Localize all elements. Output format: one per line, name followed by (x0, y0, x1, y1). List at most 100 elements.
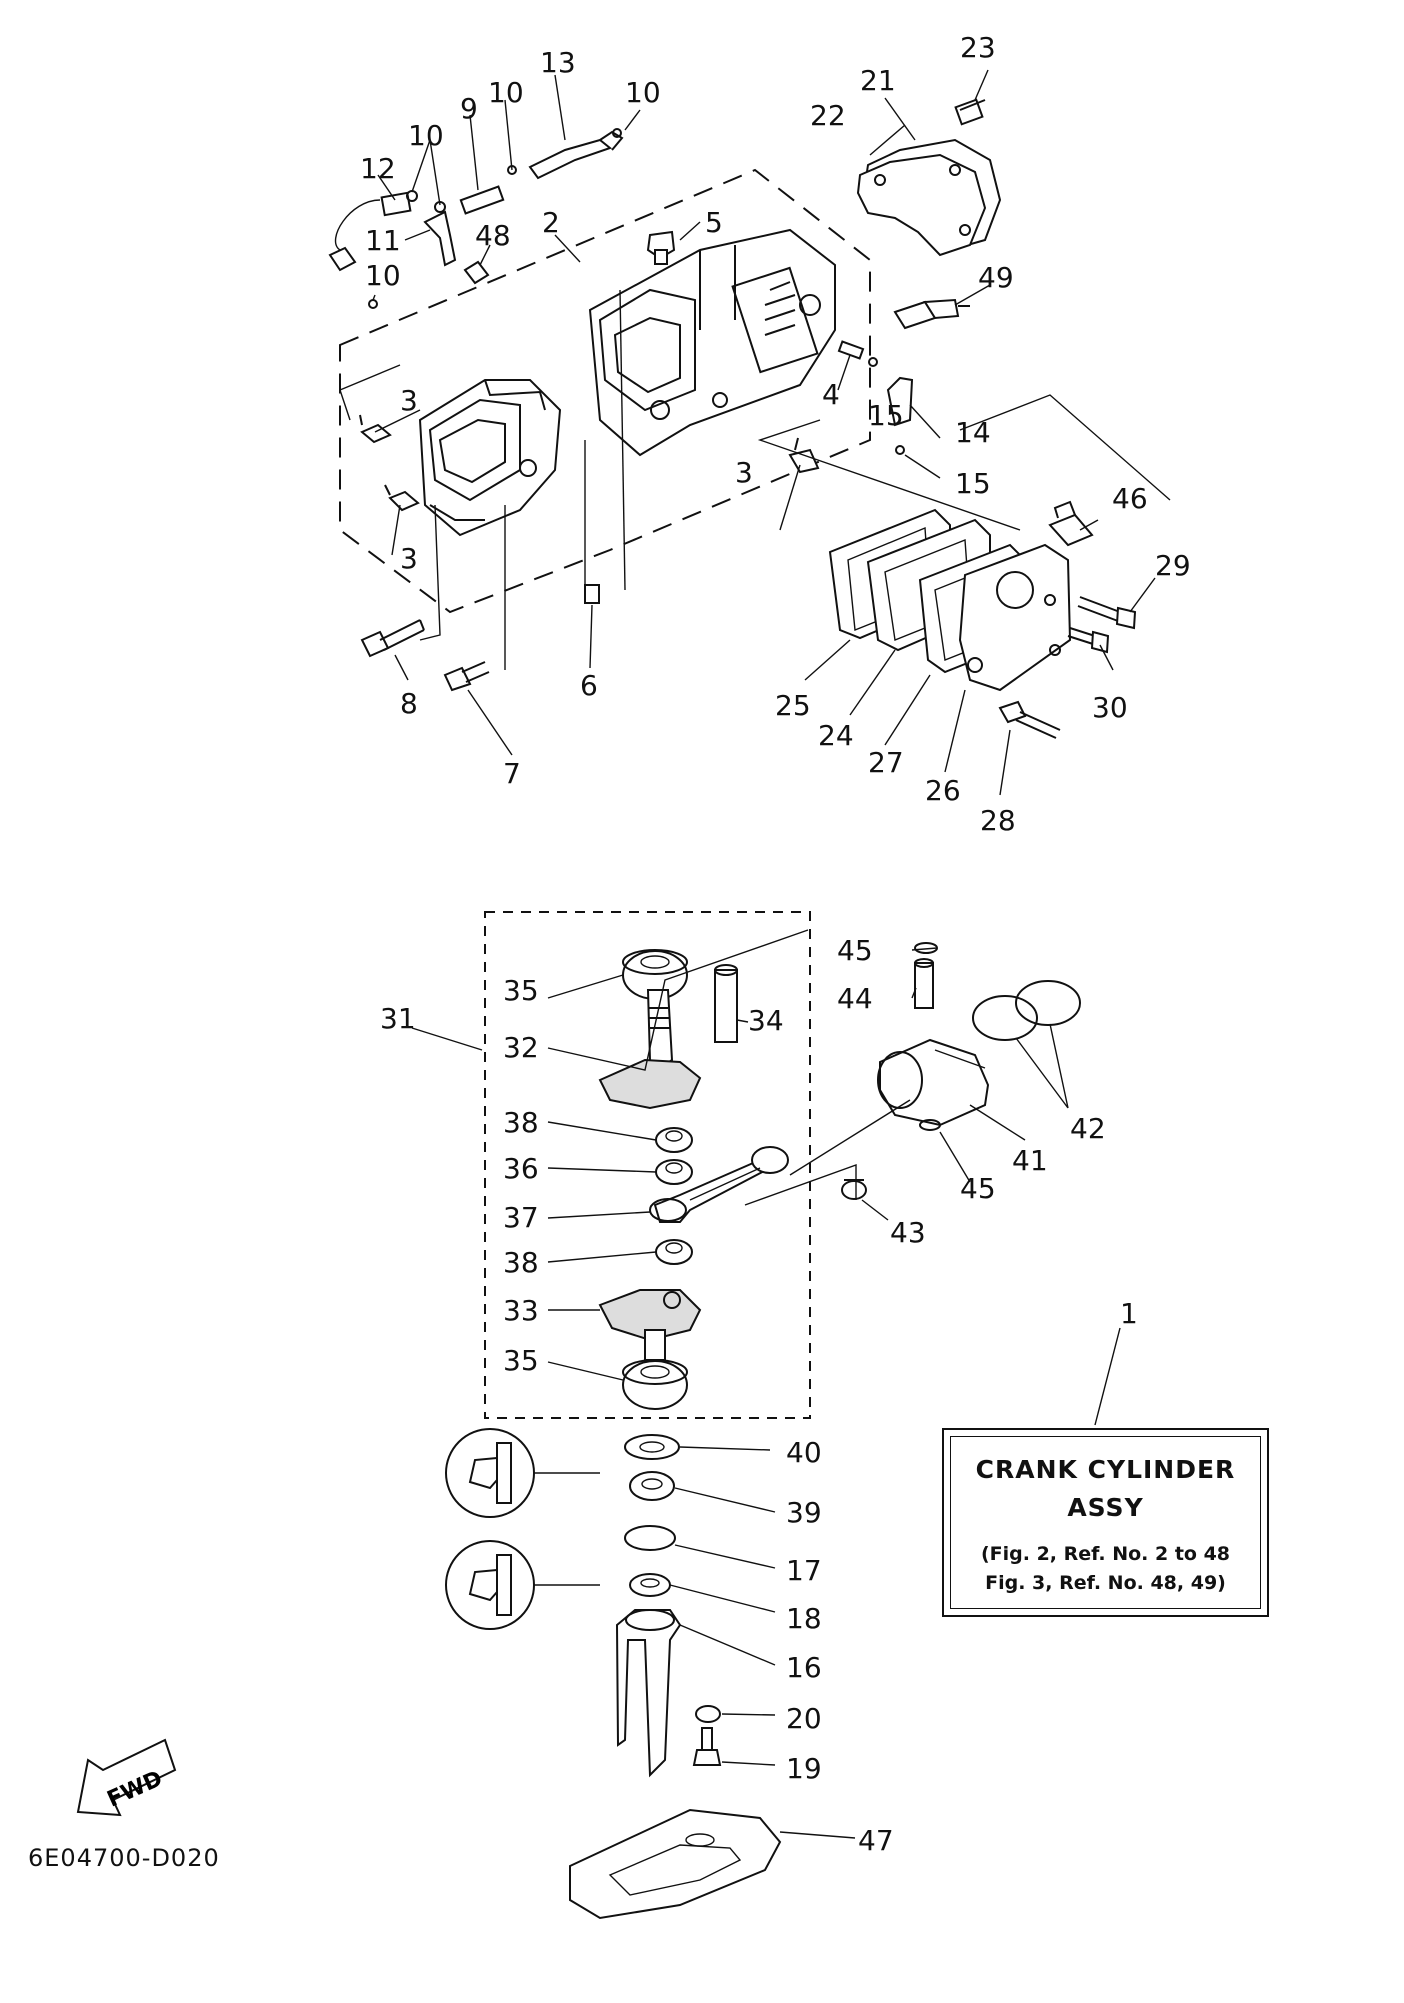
exhaust-cover-stack (828, 508, 1072, 692)
circlip-45-bottom (919, 1119, 941, 1131)
upper-assembly (328, 69, 1171, 796)
lower-assembly (411, 911, 1121, 1920)
oil-seal-18 (629, 1573, 671, 1597)
callout-23: 23 (960, 31, 996, 64)
callout-15b: 15 (955, 467, 991, 500)
note-ref-line-1: (Fig. 2, Ref. No. 2 to 48 (980, 1543, 1231, 1565)
note-inner-border: CRANK CYLINDER ASSY (Fig. 2, Ref. No. 2 … (950, 1436, 1261, 1609)
piston-pin-44 (914, 958, 934, 1009)
callout-48: 48 (475, 219, 511, 252)
callout-10a: 10 (488, 76, 524, 109)
callout-14: 14 (955, 416, 991, 449)
callout-10b: 10 (408, 119, 444, 152)
callout-41: 41 (1012, 1144, 1048, 1177)
callout-34: 34 (748, 1004, 784, 1037)
head-cover (856, 153, 987, 257)
callout-10d: 10 (365, 259, 401, 292)
cover-26 (958, 543, 1072, 692)
oil-seal-39 (629, 1471, 675, 1501)
note-title-line-1: CRANK CYLINDER (975, 1455, 1236, 1484)
callout-25: 25 (775, 689, 811, 722)
pin-6 (584, 584, 600, 604)
callout-15a: 15 (868, 399, 904, 432)
callout-39: 39 (786, 1496, 822, 1529)
seal-detail-magnifier-1 (445, 1428, 600, 1518)
callout-38b: 38 (503, 1246, 539, 1279)
small-end-bearing-43 (841, 1179, 867, 1200)
callout-3c: 3 (735, 456, 753, 489)
seal-detail-magnifier-2 (445, 1540, 600, 1630)
callout-21: 21 (860, 64, 896, 97)
callout-5: 5 (705, 206, 723, 239)
leader-lines-upper (339, 69, 1171, 796)
callout-6: 6 (580, 669, 598, 702)
hose-13 (528, 138, 613, 180)
callout-36: 36 (503, 1152, 539, 1185)
callout-35a: 35 (503, 974, 539, 1007)
callout-28: 28 (980, 804, 1016, 837)
gasket-47 (569, 1808, 782, 1920)
hose-14 (886, 376, 914, 427)
callout-47: 47 (858, 1824, 894, 1857)
callout-2: 2 (542, 206, 560, 239)
bearing-35-bottom (622, 1359, 688, 1410)
callout-26: 26 (925, 774, 961, 807)
fitting-3c (788, 437, 820, 474)
callout-22: 22 (810, 99, 846, 132)
callout-46: 46 (1112, 482, 1148, 515)
callout-45a: 45 (837, 934, 873, 967)
callout-4: 4 (822, 378, 840, 411)
hose-11 (423, 210, 457, 267)
spark-plug (893, 298, 970, 330)
bolt-19 (692, 1727, 722, 1766)
callout-24: 24 (818, 719, 854, 752)
leader-lines-lower (411, 929, 1121, 1839)
callout-40: 40 (786, 1436, 822, 1469)
thermostat-46 (1048, 500, 1094, 547)
callout-42: 42 (1070, 1112, 1106, 1145)
callout-16: 16 (786, 1651, 822, 1684)
callout-44: 44 (837, 982, 873, 1015)
callout-45b: 45 (960, 1172, 996, 1205)
callout-1: 1 (1120, 1297, 1138, 1330)
piston-41 (877, 1038, 990, 1127)
callout-9: 9 (460, 92, 478, 125)
figure-code: 6E04700-D020 (28, 1844, 220, 1872)
seal-housing-16 (615, 1609, 682, 1778)
callout-19: 19 (786, 1752, 822, 1785)
callout-35b: 35 (503, 1344, 539, 1377)
callout-13: 13 (540, 46, 576, 79)
forward-arrow: FWD (76, 1738, 177, 1817)
callout-7: 7 (503, 757, 521, 790)
fitting-3b (384, 484, 420, 512)
piston-ring-42b (1015, 980, 1081, 1026)
piston-ring-42a (972, 995, 1038, 1041)
callout-10c: 10 (625, 76, 661, 109)
callout-32: 32 (503, 1031, 539, 1064)
callout-38a: 38 (503, 1106, 539, 1139)
connecting-rod (649, 1146, 789, 1223)
needle-bearing-36 (655, 1159, 693, 1185)
callout-30: 30 (1092, 691, 1128, 724)
bolt-8 (360, 619, 425, 658)
note-title-line-2: ASSY (1067, 1493, 1144, 1522)
bolt-30 (1067, 627, 1110, 654)
plug-23 (954, 98, 986, 126)
bolt-7 (443, 661, 490, 692)
crank-cylinder-assy-note: CRANK CYLINDER ASSY (Fig. 2, Ref. No. 2 … (942, 1428, 1269, 1617)
callout-12: 12 (360, 152, 396, 185)
cylinder-block (588, 228, 836, 457)
bolt-28 (998, 700, 1061, 739)
callout-49: 49 (978, 261, 1014, 294)
crank-pin (714, 964, 738, 1043)
crankshaft-lower (598, 1289, 702, 1361)
callout-43: 43 (890, 1216, 926, 1249)
crankshaft-upper (598, 989, 702, 1110)
crankcase-half (418, 379, 562, 537)
callout-numbers: 1 2 3 3 3 4 5 6 7 8 9 10 10 10 10 11 12 … (360, 31, 1191, 1857)
callout-18: 18 (786, 1602, 822, 1635)
fitting-5 (646, 230, 676, 265)
filter-12 (380, 191, 412, 217)
cylinder-group-outline (339, 168, 871, 614)
callout-20: 20 (786, 1702, 822, 1735)
